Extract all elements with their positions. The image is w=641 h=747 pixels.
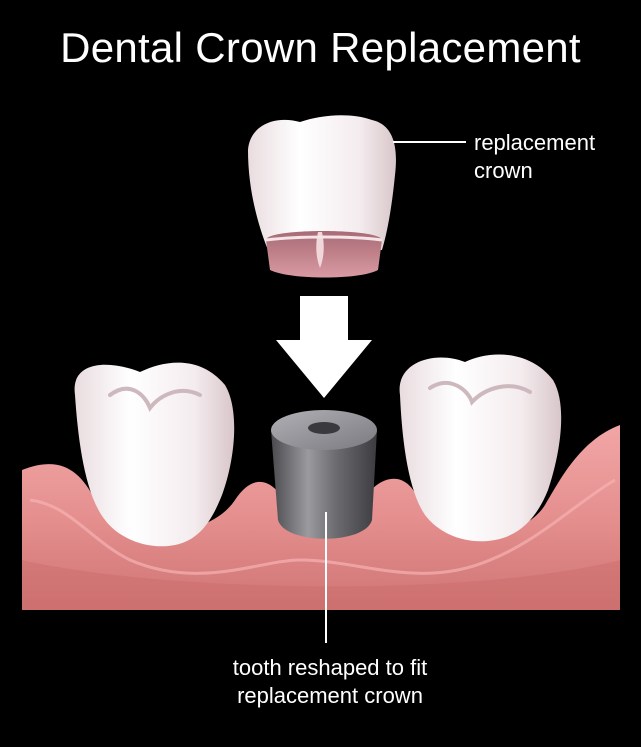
replacement-crown-label-line2: crown [474,158,533,183]
gum [22,425,620,610]
replacement-crown [248,115,396,278]
replacement-crown-label: replacement crown [474,129,595,185]
reshaped-tooth [271,410,377,539]
right-molar [399,354,562,542]
reshaped-tooth-label-line2: replacement crown [237,683,423,708]
reshaped-tooth-label-line1: tooth reshaped to fit [232,655,428,680]
diagram-title: Dental Crown Replacement [60,24,581,71]
reshaped-tooth-label: tooth reshaped to fit replacement crown [200,654,460,710]
left-molar [74,362,235,547]
down-arrow-icon [276,296,372,398]
replacement-crown-label-line1: replacement [474,130,596,155]
